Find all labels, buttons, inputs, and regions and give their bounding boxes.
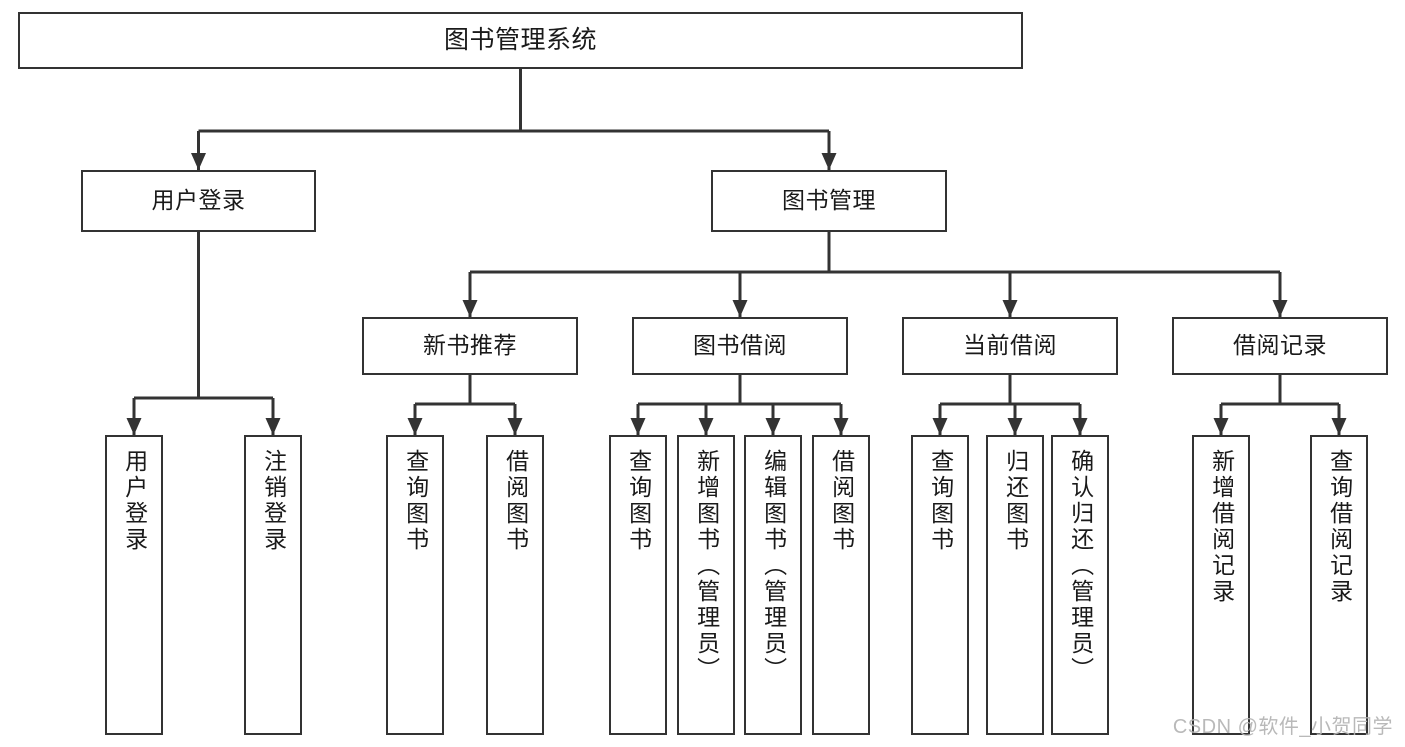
- node-label-leaf-add-book: 新增图书（管理员）: [693, 449, 720, 683]
- node-label-leaf-login: 用户登录: [121, 449, 148, 553]
- node-leaf-add-book[interactable]: 新增图书（管理员）: [677, 435, 735, 735]
- node-leaf-borrow-2[interactable]: 借阅图书: [812, 435, 870, 735]
- node-leaf-edit-book[interactable]: 编辑图书（管理员）: [744, 435, 802, 735]
- node-leaf-query-1[interactable]: 查询图书: [386, 435, 444, 735]
- node-label-leaf-logout: 注销登录: [260, 449, 287, 553]
- node-label-current-borrow: 当前借阅: [963, 332, 1057, 359]
- node-leaf-login[interactable]: 用户登录: [105, 435, 163, 735]
- node-leaf-confirm[interactable]: 确认归还（管理员）: [1051, 435, 1109, 735]
- node-leaf-query-3[interactable]: 查询图书: [911, 435, 969, 735]
- node-label-book-borrow: 图书借阅: [693, 332, 787, 359]
- node-label-user-login: 用户登录: [151, 187, 246, 214]
- node-label-leaf-borrow-1: 借阅图书: [502, 449, 529, 553]
- node-leaf-logout[interactable]: 注销登录: [244, 435, 302, 735]
- node-label-new-book-rec: 新书推荐: [423, 332, 517, 359]
- node-label-leaf-query-2: 查询图书: [625, 449, 652, 553]
- node-new-book-rec[interactable]: 新书推荐: [362, 317, 578, 375]
- node-label-leaf-query-rec: 查询借阅记录: [1326, 449, 1353, 605]
- node-leaf-borrow-1[interactable]: 借阅图书: [486, 435, 544, 735]
- node-label-borrow-record: 借阅记录: [1233, 332, 1327, 359]
- node-label-leaf-query-3: 查询图书: [927, 449, 954, 553]
- node-borrow-record[interactable]: 借阅记录: [1172, 317, 1388, 375]
- node-leaf-query-rec[interactable]: 查询借阅记录: [1310, 435, 1368, 735]
- node-label-leaf-confirm: 确认归还（管理员）: [1067, 449, 1094, 683]
- node-leaf-return[interactable]: 归还图书: [986, 435, 1044, 735]
- node-root[interactable]: 图书管理系统: [18, 12, 1023, 69]
- node-label-leaf-add-rec: 新增借阅记录: [1208, 449, 1235, 605]
- node-book-borrow[interactable]: 图书借阅: [632, 317, 848, 375]
- node-label-root: 图书管理系统: [443, 25, 597, 54]
- node-label-leaf-borrow-2: 借阅图书: [828, 449, 855, 553]
- node-label-leaf-edit-book: 编辑图书（管理员）: [760, 449, 787, 683]
- node-label-leaf-return: 归还图书: [1002, 449, 1029, 553]
- node-current-borrow[interactable]: 当前借阅: [902, 317, 1118, 375]
- node-user-login[interactable]: 用户登录: [81, 170, 316, 232]
- node-label-leaf-query-1: 查询图书: [402, 449, 429, 553]
- node-leaf-add-rec[interactable]: 新增借阅记录: [1192, 435, 1250, 735]
- node-label-book-manage: 图书管理: [782, 187, 876, 214]
- node-book-manage[interactable]: 图书管理: [711, 170, 947, 232]
- node-leaf-query-2[interactable]: 查询图书: [609, 435, 667, 735]
